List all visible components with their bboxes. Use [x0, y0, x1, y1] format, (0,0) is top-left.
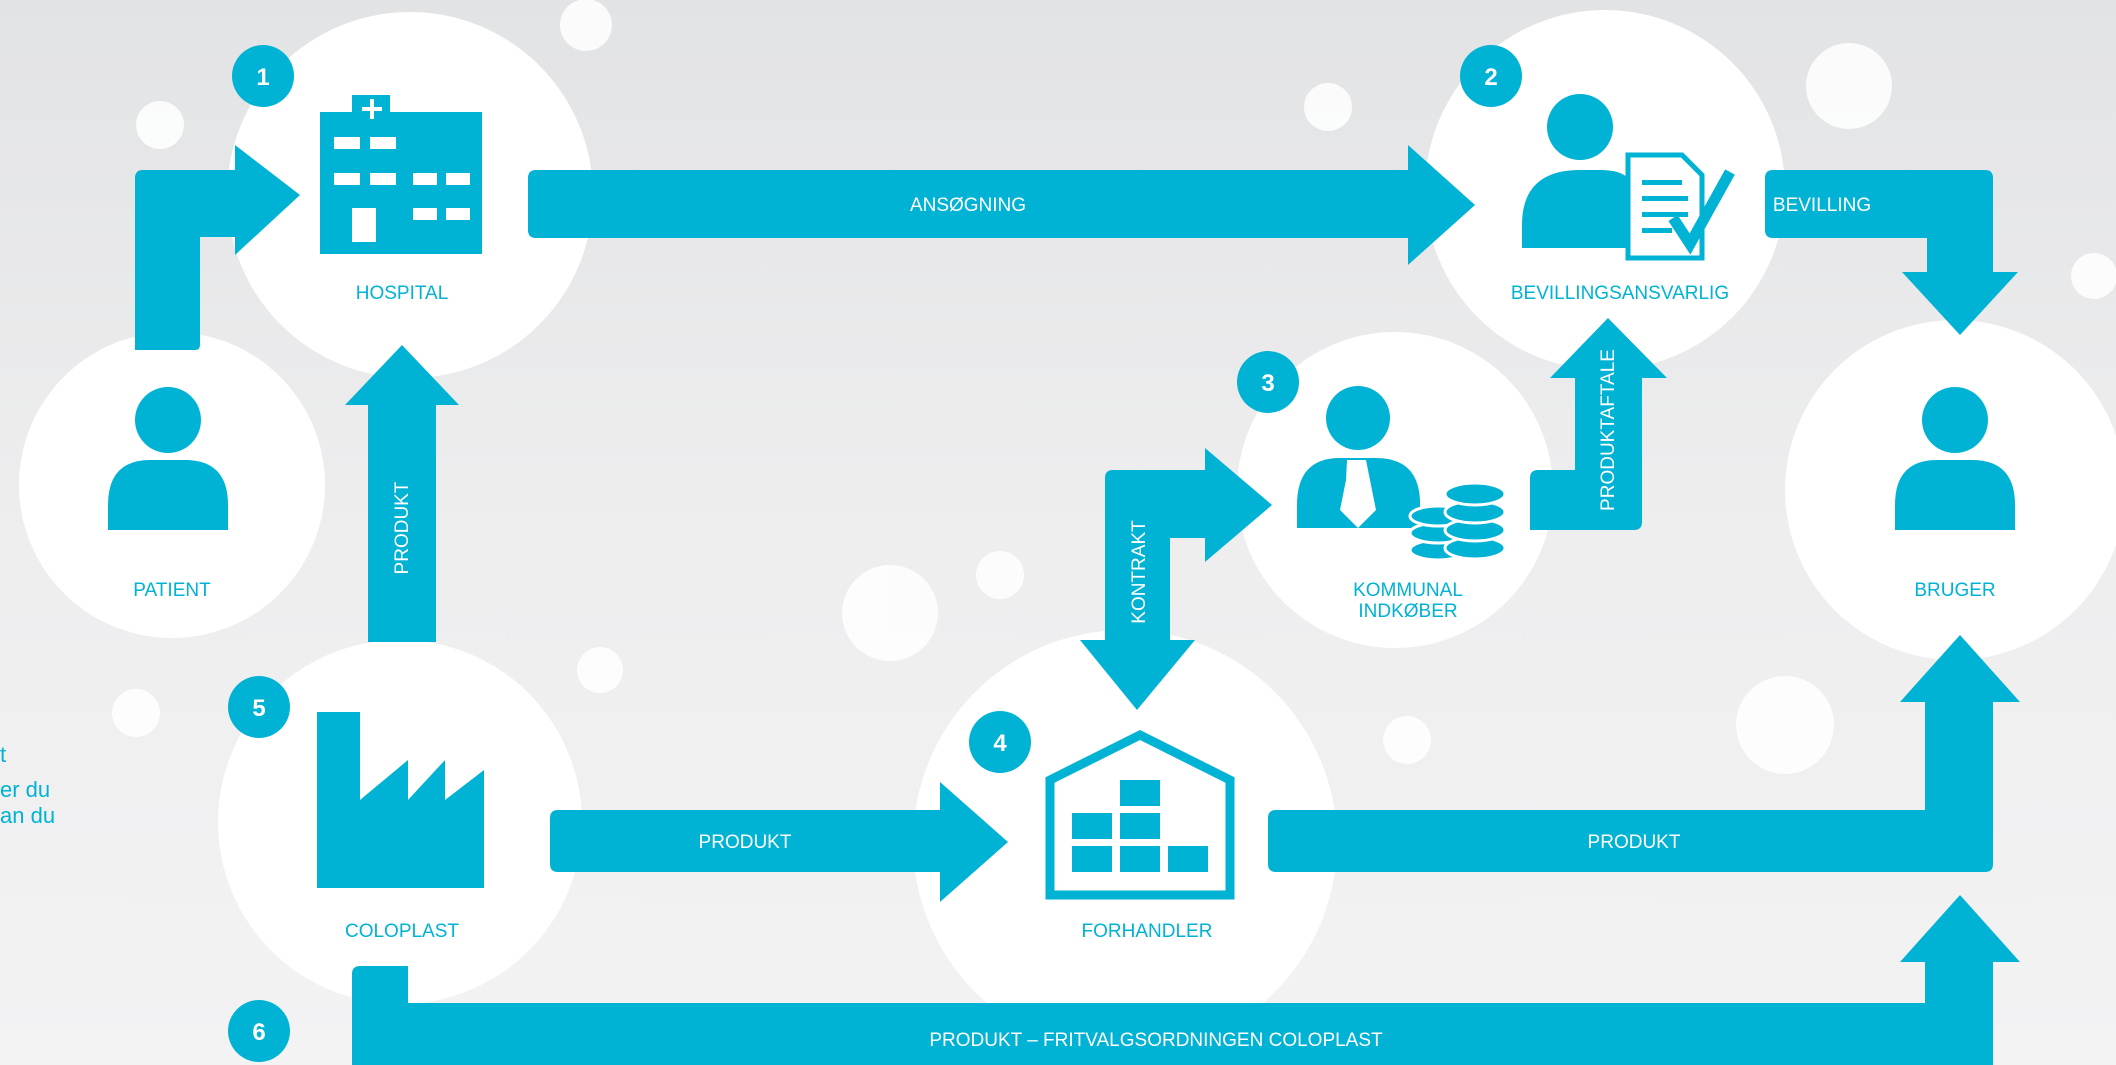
badge-4: 4: [969, 711, 1031, 773]
svg-text:2: 2: [1484, 64, 1497, 91]
badge-3: 3: [1237, 351, 1299, 413]
label-hospital: HOSPITAL: [356, 283, 449, 304]
step-badges: 1 2 3 4 5 6: [228, 45, 1522, 1062]
label-coloplast: COLOPLAST: [345, 921, 459, 942]
arrow-produkt-coloplast-forhandler: [550, 782, 1008, 902]
badge-2: 2: [1460, 45, 1522, 107]
businessman-coins-icon: [1297, 386, 1507, 562]
label-forhandler: FORHANDLER: [1082, 921, 1213, 942]
side-text-line1: t: [0, 742, 6, 767]
badge-1: 1: [232, 45, 294, 107]
arrow-labels: ANSØGNING BEVILLING PRODUKT PRODUKT PROD…: [392, 195, 1871, 1051]
badge-5: 5: [228, 676, 290, 738]
svg-text:6: 6: [252, 1019, 265, 1046]
label-produkt-to-hospital: PRODUKT: [392, 481, 413, 574]
arrow-produktaftale: [1530, 318, 1667, 530]
background-bubbles: [112, 0, 2116, 774]
side-text: t er du an du: [0, 742, 55, 828]
arrow-fritvalg: [352, 895, 2020, 1065]
label-ansogning: ANSØGNING: [910, 195, 1026, 216]
label-bevilling: BEVILLING: [1773, 195, 1871, 216]
side-text-line3: an du: [0, 803, 55, 828]
svg-text:1: 1: [256, 64, 269, 91]
hospital-building-icon: [320, 95, 482, 254]
patient-person-icon: [108, 387, 228, 530]
flow-arrows: [135, 145, 2020, 1065]
label-bruger: BRUGER: [1914, 580, 1995, 601]
arrow-bevilling: [1765, 170, 2018, 335]
label-fritvalg: PRODUKT – FRITVALGSORDNINGEN COLOPLAST: [929, 1030, 1383, 1051]
label-kontrakt: KONTRAKT: [1129, 520, 1150, 624]
arrow-ansogning: [528, 145, 1475, 265]
bruger-person-icon: [1895, 387, 2015, 530]
svg-text:3: 3: [1261, 370, 1274, 397]
label-produkt-coloplast-forhandler: PRODUKT: [699, 832, 792, 853]
badge-6: 6: [228, 1000, 290, 1062]
arrow-kontrakt: [1080, 448, 1272, 710]
arrow-patient-to-hospital: [135, 145, 300, 350]
label-produkt-forhandler-bruger: PRODUKT: [1588, 832, 1681, 853]
arrow-produkt-to-hospital: [345, 345, 459, 642]
label-kommunal-line1: KOMMUNAL: [1353, 580, 1463, 601]
arrow-produkt-forhandler-bruger: [1268, 635, 2020, 872]
warehouse-boxes-icon: [1045, 729, 1235, 900]
label-bevillingsansvarlig: BEVILLINGSANSVARLIG: [1511, 283, 1729, 304]
label-kommunal-line2: INDKØBER: [1358, 601, 1457, 622]
label-patient: PATIENT: [133, 580, 211, 601]
person-document-check-icon: [1522, 94, 1735, 261]
label-produktaftale: PRODUKTAFTALE: [1598, 349, 1619, 511]
svg-text:5: 5: [252, 695, 265, 722]
side-text-line2: er du: [0, 777, 50, 802]
factory-icon: [317, 712, 484, 888]
svg-text:4: 4: [993, 730, 1007, 757]
node-labels: HOSPITAL BEVILLINGSANSVARLIG KOMMUNAL IN…: [133, 283, 1995, 942]
